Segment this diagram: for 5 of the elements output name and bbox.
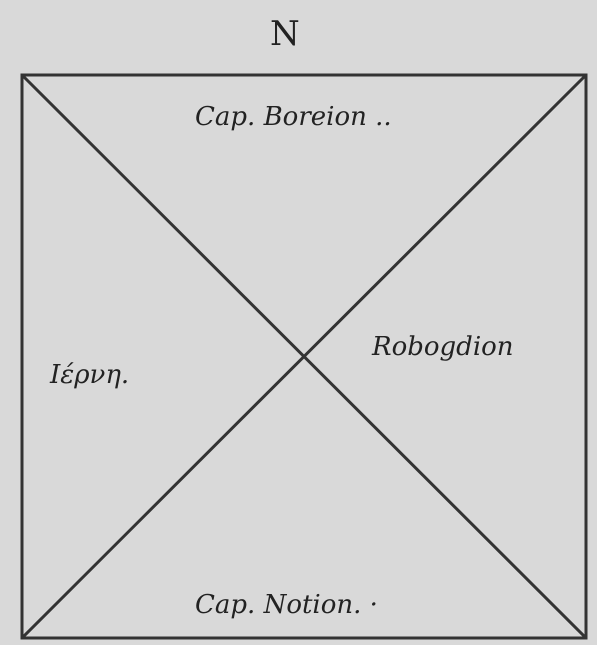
place-label: Robogdion bbox=[372, 332, 514, 362]
place-label: Cap. Boreion .. bbox=[195, 102, 392, 132]
place-label: Ιέρνη. bbox=[50, 360, 130, 390]
place-label: Cap. Notion. · bbox=[195, 590, 378, 620]
north-label: N bbox=[270, 14, 300, 54]
